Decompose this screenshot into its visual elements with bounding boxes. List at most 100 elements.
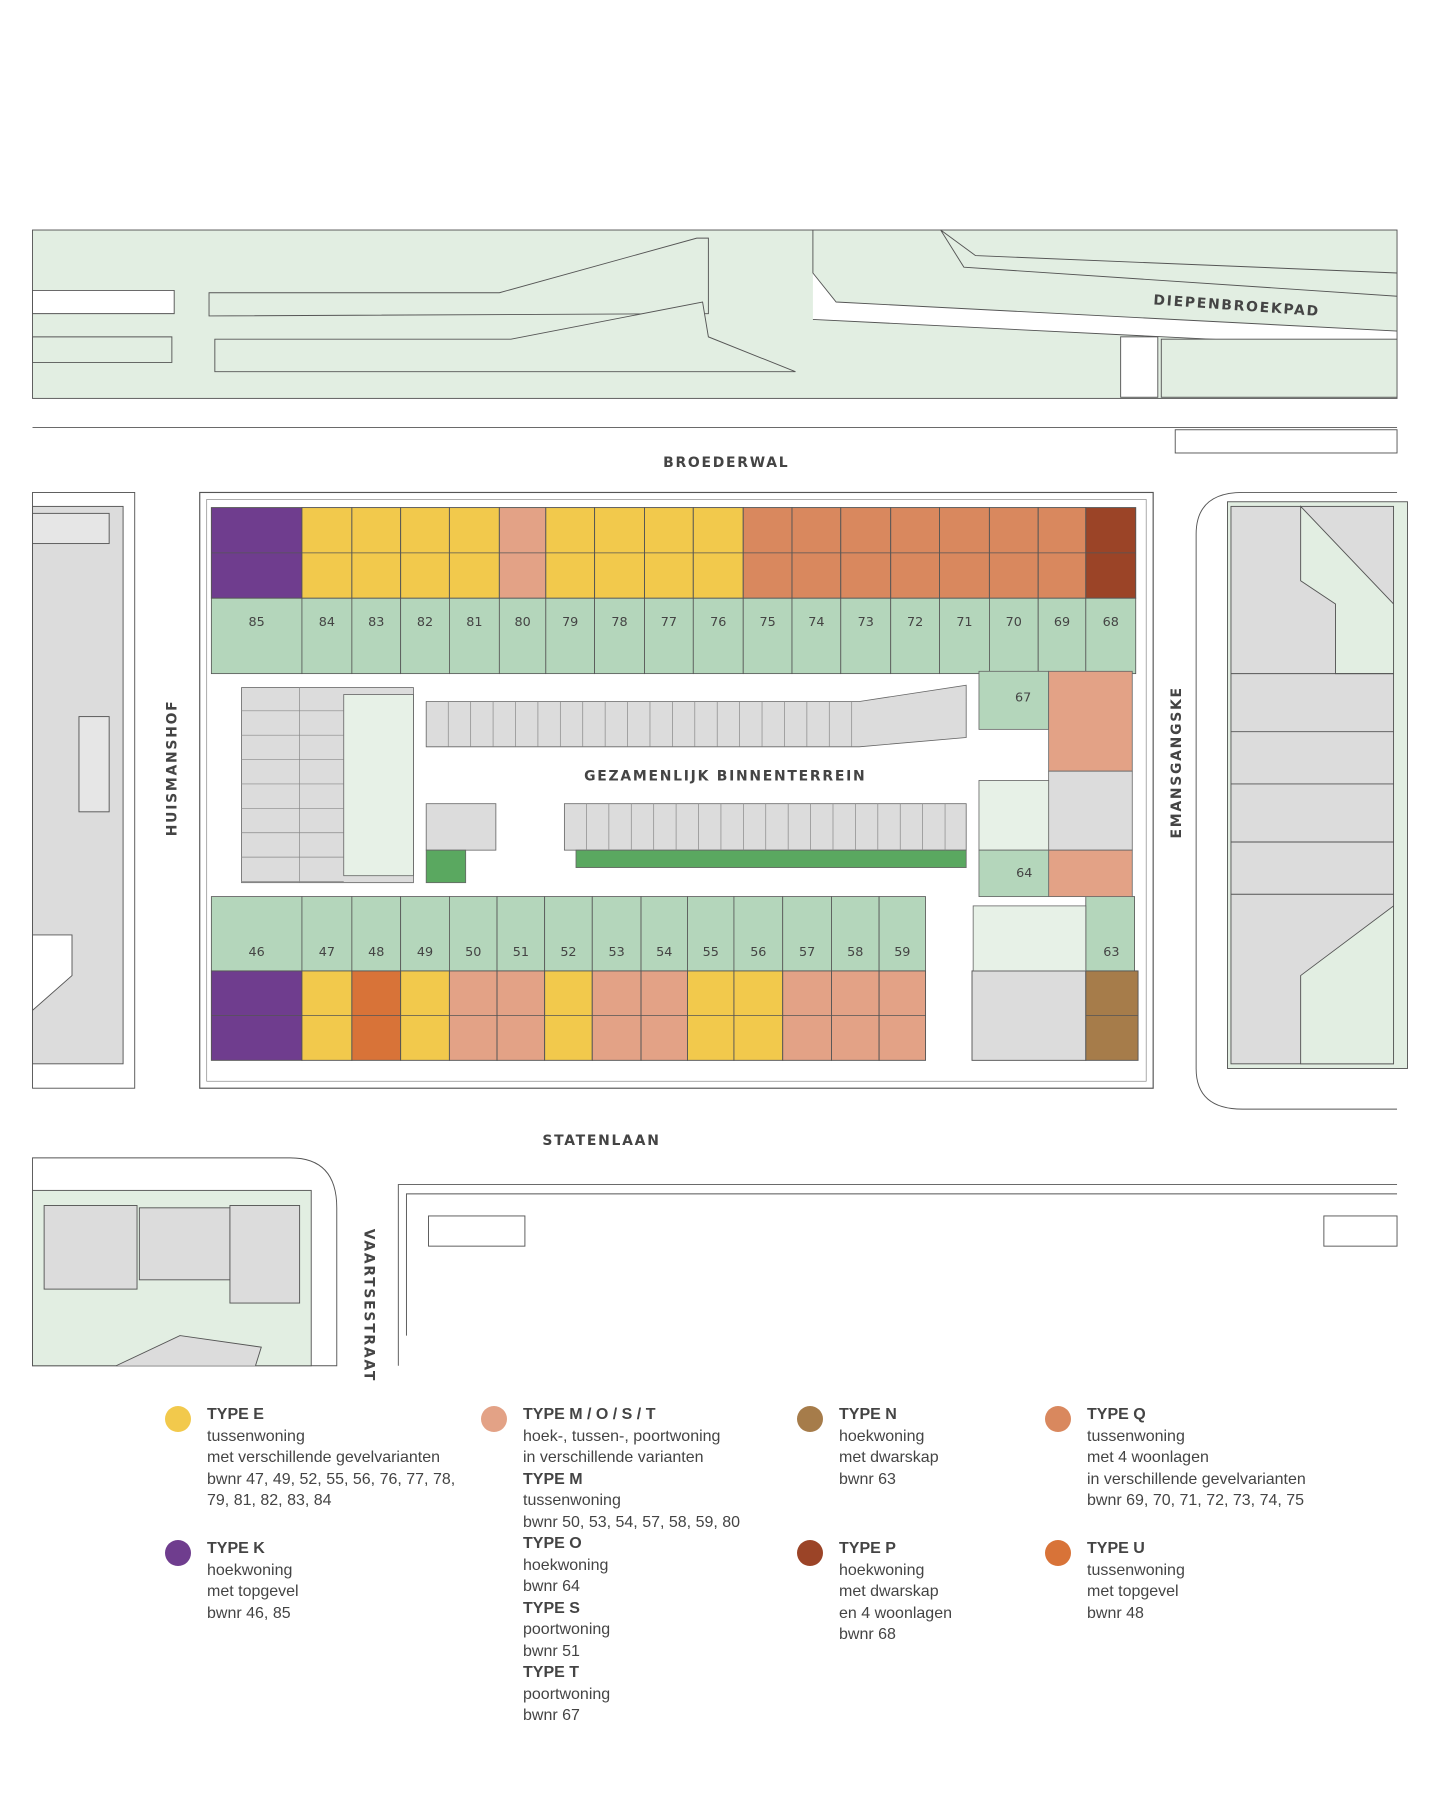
legend-color-dot <box>797 1406 823 1432</box>
unit-46[interactable]: 46 <box>210 896 303 1061</box>
unit-76[interactable]: 76 <box>692 507 744 675</box>
unit-number: 49 <box>417 945 433 960</box>
garden <box>351 597 402 675</box>
unit-54[interactable]: 54 <box>640 896 688 1061</box>
unit-72[interactable]: 72 <box>890 507 940 675</box>
unit-number: 56 <box>750 945 766 960</box>
unit-57[interactable]: 57 <box>782 896 832 1061</box>
unit-number: 51 <box>513 945 529 960</box>
legend-color-dot <box>481 1406 507 1432</box>
legend-text: bwnr 64 <box>523 1578 580 1595</box>
unit-80[interactable]: 80 <box>498 507 547 675</box>
garden <box>210 896 303 972</box>
unit-52[interactable]: 52 <box>544 896 593 1061</box>
garden <box>791 597 842 675</box>
garden <box>692 597 744 675</box>
unit-78[interactable]: 78 <box>594 507 645 675</box>
garden <box>989 597 1039 675</box>
west-neighbour <box>32 492 136 1089</box>
unit-81[interactable]: 81 <box>448 507 500 675</box>
legend-text: tussenwoning <box>1087 1427 1185 1445</box>
unit-number: 54 <box>656 945 672 960</box>
legend-text: hoek-, tussen-, poortwoning <box>523 1427 721 1445</box>
legend-text: met verschillende gevelvarianten <box>207 1449 441 1466</box>
legend-color-dot <box>1045 1406 1071 1432</box>
unit-53[interactable]: 53 <box>591 896 642 1061</box>
unit-55[interactable]: 55 <box>687 896 735 1061</box>
unit-69[interactable]: 69 <box>1037 507 1087 675</box>
garden <box>545 597 595 675</box>
legend-text: bwnr 68 <box>839 1626 896 1643</box>
garden <box>301 896 353 972</box>
garden <box>449 896 498 972</box>
unit-number: 71 <box>956 615 972 630</box>
unit-number: 57 <box>799 945 815 960</box>
unit-83[interactable]: 83 <box>351 507 402 675</box>
unit-number: 81 <box>466 615 482 630</box>
unit-51[interactable]: 51 <box>496 896 546 1061</box>
unit-49[interactable]: 49 <box>400 896 450 1061</box>
unit-number: 68 <box>1103 615 1119 630</box>
legend-text: poortwoning <box>523 1621 611 1638</box>
unit-73[interactable]: 73 <box>840 507 892 675</box>
legend-text: in verschillende varianten <box>523 1449 704 1466</box>
garden <box>544 896 593 972</box>
unit-number: 73 <box>858 615 874 630</box>
unit-75[interactable]: 75 <box>742 507 793 675</box>
unit-84[interactable]: 84 <box>301 507 353 675</box>
unit-59[interactable]: 59 <box>878 896 927 1061</box>
unit-70[interactable]: 70 <box>988 507 1039 675</box>
legend-title: TYPE K <box>207 1540 265 1557</box>
unit-82[interactable]: 82 <box>400 507 450 675</box>
garden <box>301 597 353 675</box>
unit-68[interactable]: 68 <box>1085 507 1137 675</box>
unit-number: 75 <box>759 615 775 630</box>
unit-74[interactable]: 74 <box>791 507 842 675</box>
unit-48[interactable]: 48 <box>351 896 402 1061</box>
unit-56[interactable]: 56 <box>733 896 784 1061</box>
garden <box>640 896 688 972</box>
legend-subtitle: TYPE S <box>523 1599 580 1617</box>
garden <box>210 597 303 675</box>
unit-71[interactable]: 71 <box>939 507 990 675</box>
legend-text: tussenwoning <box>1087 1561 1185 1579</box>
unit-number: 74 <box>808 615 824 630</box>
unit-number: 52 <box>560 945 576 960</box>
legend-text: met topgevel <box>1087 1583 1179 1600</box>
unit-number: 58 <box>847 945 863 960</box>
legend-title: TYPE N <box>839 1406 897 1423</box>
unit-77[interactable]: 77 <box>644 507 694 675</box>
legend-text: hoekwoning <box>839 1427 925 1445</box>
unit-number: 78 <box>611 615 627 630</box>
unit-79[interactable]: 79 <box>545 507 596 675</box>
legend-text: met 4 woonlagen <box>1087 1449 1209 1466</box>
unit-number: 59 <box>894 945 910 960</box>
legend-text: met dwarskap <box>839 1449 939 1466</box>
garden <box>890 597 940 675</box>
unit-64-number[interactable]: 64 <box>1016 866 1032 881</box>
street-label-emansgangske: EMANSGANGSKE <box>1169 686 1185 838</box>
south-east-plot <box>397 1184 1398 1366</box>
legend-subtitle: TYPE O <box>523 1535 582 1552</box>
unit-63[interactable]: 63 <box>1085 896 1139 1061</box>
legend-text: bwnr 67 <box>523 1707 580 1724</box>
garden <box>400 597 450 675</box>
east-units: 67 64 <box>1015 691 1032 881</box>
unit-67-number[interactable]: 67 <box>1015 691 1031 706</box>
legend-text: met topgevel <box>207 1583 299 1600</box>
unit-85[interactable]: 85 <box>210 507 303 675</box>
unit-58[interactable]: 58 <box>831 896 880 1061</box>
courtyard-label: GEZAMENLIJK BINNENTERREIN <box>584 768 866 784</box>
unit-number: 50 <box>465 945 481 960</box>
unit-number: 82 <box>417 615 433 630</box>
unit-47[interactable]: 47 <box>301 896 353 1061</box>
unit-50[interactable]: 50 <box>448 896 498 1061</box>
garden <box>594 597 645 675</box>
unit-number: 84 <box>319 615 335 630</box>
legend-color-dot <box>1045 1540 1071 1566</box>
